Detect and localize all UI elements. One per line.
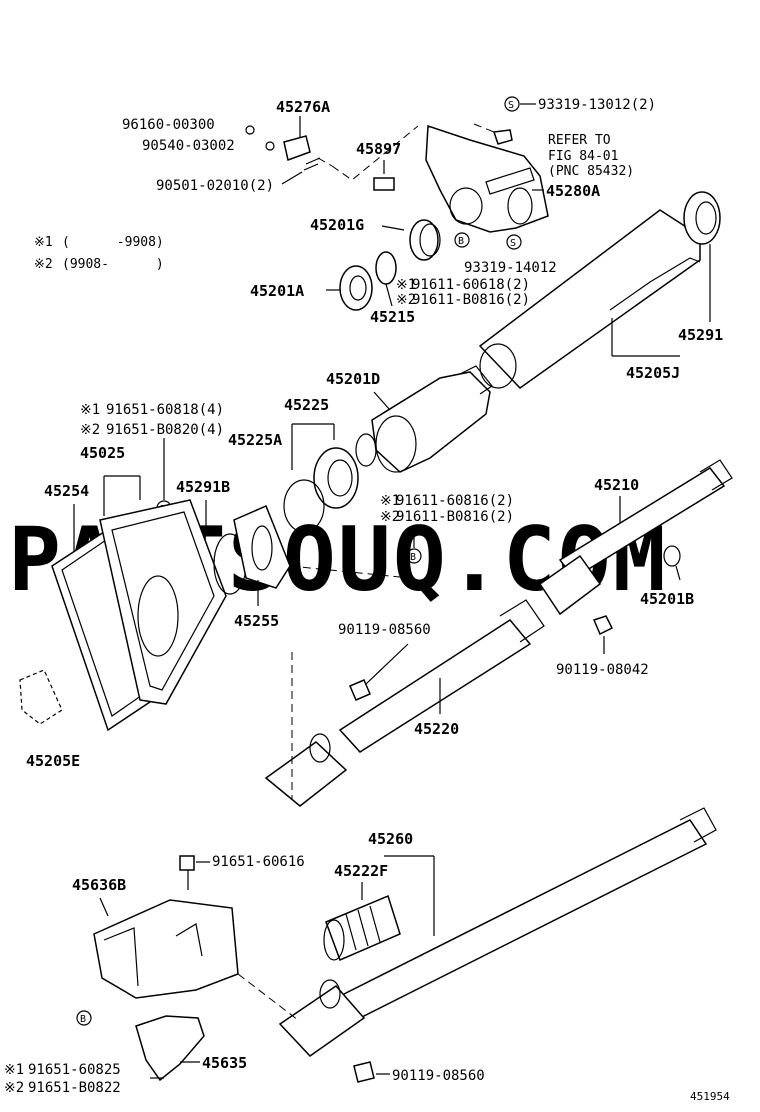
part-45260-joint [278, 985, 366, 1057]
svg-text:B: B [410, 552, 416, 563]
star1-mark-b: ※1 [80, 402, 100, 418]
part-45280A [425, 124, 549, 233]
part-90119-08560-b [353, 1061, 375, 1083]
label-93319-14012: 93319-14012 [464, 260, 557, 276]
label-45276A: 45276A [276, 98, 330, 116]
label-91651-60825: 91651-60825 [28, 1062, 121, 1078]
part-45201B [663, 545, 681, 567]
label-45222F: 45222F [334, 862, 388, 880]
label-45201B: 45201B [640, 590, 694, 608]
part-90540-03002 [265, 141, 275, 151]
label-91651-B0822: 91651-B0822 [28, 1080, 121, 1096]
label-45215: 45215 [370, 308, 415, 326]
part-45201D [371, 371, 491, 473]
refer-note-line3: (PNC 85432) [548, 164, 634, 179]
part-45276A [283, 135, 311, 161]
label-90540-03002: 90540-03002 [142, 138, 235, 154]
label-45225A: 45225A [228, 431, 282, 449]
label-91651-B0820: 91651-B0820(4) [106, 422, 224, 438]
label-45210: 45210 [594, 476, 639, 494]
label-45260: 45260 [368, 830, 413, 848]
star2-mark-a: ※2 [396, 292, 416, 308]
label-45205E: 45205E [26, 752, 80, 770]
label-45635: 45635 [202, 1054, 247, 1072]
star1-mark-d: ※1 [4, 1062, 24, 1078]
label-91611-60816: 91611-60816(2) [396, 493, 514, 509]
label-45254: 45254 [44, 482, 89, 500]
part-45225A [283, 479, 325, 533]
label-45205J: 45205J [626, 364, 680, 382]
legend-range-1: ( -9908) [62, 235, 164, 250]
label-90501-02010: 90501-02010(2) [156, 178, 274, 194]
s-circle-mark-2 [506, 234, 522, 250]
part-45291 [683, 191, 721, 245]
label-45220: 45220 [414, 720, 459, 738]
star2-mark-d: ※2 [4, 1080, 24, 1096]
part-96160-00300 [245, 125, 255, 135]
label-45291: 45291 [678, 326, 723, 344]
part-45210-joint [538, 554, 602, 616]
svg-text:B: B [80, 1014, 86, 1025]
label-45636B: 45636B [72, 876, 126, 894]
part-90119-08560-a [349, 679, 371, 701]
b-circle-mark-4 [76, 1010, 92, 1026]
label-91611-60618: 91611-60618(2) [412, 277, 530, 293]
svg-text:S: S [510, 238, 516, 249]
label-91611-B0816-a: 91611-B0816(2) [412, 292, 530, 308]
label-90119-08560-a: 90119-08560 [338, 622, 431, 638]
part-45255 [233, 505, 291, 589]
label-91651-60818: 91651-60818(4) [106, 402, 224, 418]
part-45635 [135, 1015, 205, 1082]
b-circle-mark-3 [406, 548, 422, 564]
part-45215 [375, 251, 397, 285]
part-45220-joint [264, 741, 348, 807]
s-circle-letter: S [508, 100, 514, 111]
part-45205E [19, 669, 63, 725]
part-45897 [373, 177, 395, 191]
label-45025: 45025 [80, 444, 125, 462]
label-45280A: 45280A [546, 182, 600, 200]
label-45201G: 45201G [310, 216, 364, 234]
figure-id: 451954 [690, 1090, 730, 1103]
label-90119-08042: 90119-08042 [556, 662, 649, 678]
refer-note-line2: FIG 84-01 [548, 149, 618, 164]
part-45201G [409, 219, 439, 261]
legend-range-2: (9908- ) [62, 257, 164, 272]
part-91651-60616 [179, 855, 195, 871]
label-45291B: 45291B [176, 478, 230, 496]
part-90119-08042 [592, 615, 614, 636]
label-91611-B0816-b: 91611-B0816(2) [396, 509, 514, 525]
refer-note-part: 93319-13012(2) [538, 97, 656, 113]
label-90119-08560-b: 90119-08560 [392, 1068, 485, 1084]
label-91651-60616: 91651-60616 [212, 854, 305, 870]
label-45201A: 45201A [250, 282, 304, 300]
b-circle-mark-1 [454, 232, 470, 248]
star1-mark-a: ※1 [396, 277, 416, 293]
s-circle-mark [504, 96, 520, 112]
label-45225: 45225 [284, 396, 329, 414]
label-45201D: 45201D [326, 370, 380, 388]
star1-mark-c: ※1 [380, 493, 400, 509]
star2-mark-b: ※2 [80, 422, 100, 438]
legend-mark-1: ※1 [34, 235, 53, 250]
label-45255: 45255 [234, 612, 279, 630]
part-45025 [99, 499, 227, 705]
svg-text:B: B [458, 236, 464, 247]
refer-note-line1: REFER TO [548, 133, 611, 148]
label-45897: 45897 [356, 140, 401, 158]
part-45201A [339, 265, 373, 311]
part-45636B [93, 899, 239, 999]
star2-mark-c: ※2 [380, 509, 400, 525]
part-45205J [478, 209, 701, 389]
legend-mark-2: ※2 [34, 257, 53, 272]
part-45220 [338, 619, 532, 753]
label-96160-00300: 96160-00300 [122, 117, 215, 133]
